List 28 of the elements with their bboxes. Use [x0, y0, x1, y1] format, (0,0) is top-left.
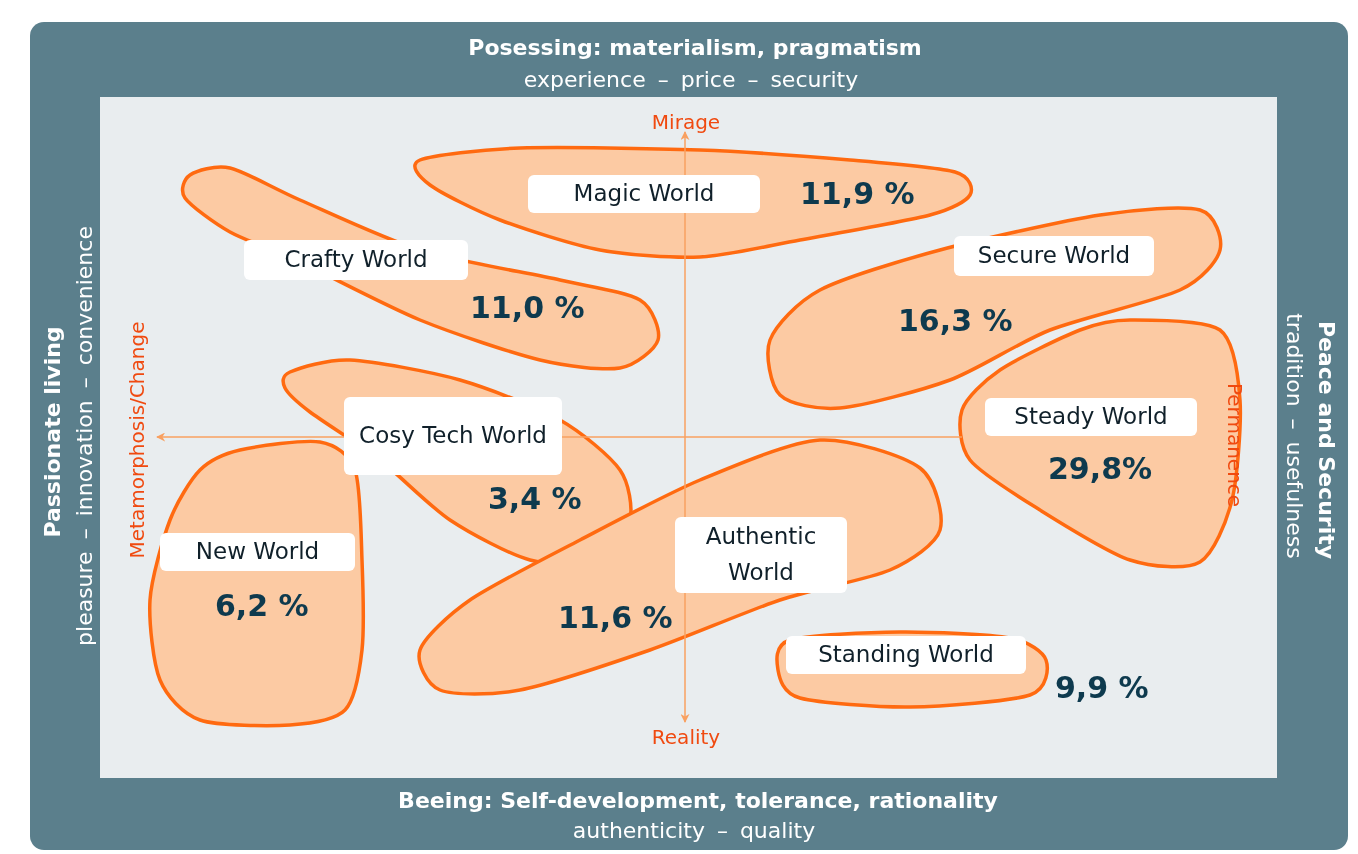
world-label: Standing World	[786, 636, 1026, 674]
world-label: Steady World	[985, 398, 1197, 436]
percentage: 9,9 %	[1055, 670, 1149, 705]
world-label: Crafty World	[244, 240, 468, 280]
frame-heading: Beeing: Self-development, tolerance, rationality	[398, 787, 998, 813]
world-label: Authentic World	[675, 517, 847, 593]
percentage: 6,2 %	[215, 588, 309, 623]
percentage: 11,9 %	[800, 176, 915, 211]
frame-heading: Passionate living	[39, 326, 65, 538]
frame-subheading: tradition – usefulness	[1281, 313, 1307, 559]
percentage: 11,0 %	[470, 290, 585, 325]
frame-subheading: authenticity – quality	[572, 817, 816, 843]
percentage: 3,4 %	[488, 481, 582, 516]
axis-label: Metamorphosis/Change	[125, 321, 149, 559]
percentage: 11,6 %	[558, 600, 673, 635]
axis-label: Reality	[651, 725, 721, 749]
world-label: Secure World	[954, 236, 1154, 276]
world-label: Cosy Tech World	[344, 397, 562, 475]
frame-subheading: experience – price – security	[523, 66, 859, 92]
axis-label: Permanence	[1223, 382, 1247, 508]
percentage: 29,8%	[1048, 451, 1153, 486]
frame-heading: Peace and Security	[1313, 320, 1339, 560]
percentage: 16,3 %	[898, 303, 1013, 338]
axis-label: Mirage	[651, 110, 721, 134]
frame-subheading: pleasure – innovation – convenience	[71, 226, 97, 646]
world-label: New World	[160, 533, 355, 571]
frame-heading: Posessing: materialism, pragmatism	[468, 34, 922, 60]
world-label: Magic World	[528, 175, 760, 213]
